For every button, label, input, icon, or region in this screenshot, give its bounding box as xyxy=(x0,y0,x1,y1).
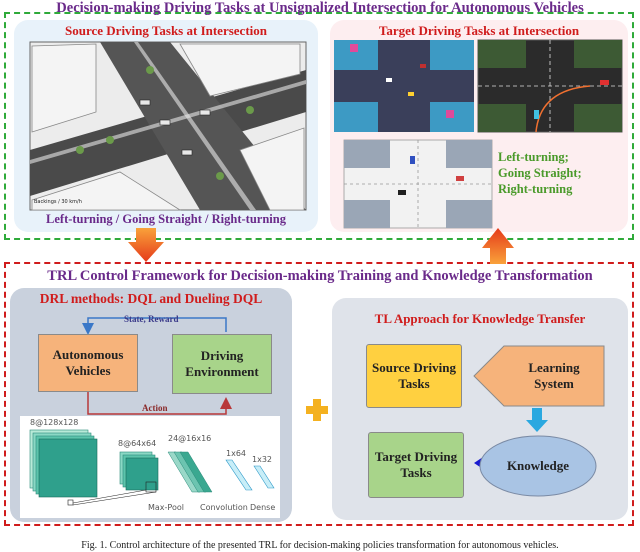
top-section-frame xyxy=(4,12,634,240)
source-panel-title: Source Driving Tasks at Intersection xyxy=(65,23,267,38)
target-task-going-straight: Going Straight; xyxy=(498,166,582,180)
target-task-right-turning: Right-turning xyxy=(498,182,573,196)
figure-caption: Fig. 1. Control architecture of the pres… xyxy=(81,540,559,551)
tl-panel-title: TL Approach for Knowledge Transfer xyxy=(374,311,586,326)
network-layer-label-5: 1x32 xyxy=(252,455,273,464)
knowledge-label: Knowledge xyxy=(506,458,570,473)
bottom-section-frame xyxy=(4,262,634,526)
network-layer-label-3: 24@16x16 xyxy=(168,434,212,443)
learning-system-box: Learning System xyxy=(504,346,604,406)
top-section-title: Decision-making Driving Tasks at Unsigna… xyxy=(56,0,584,16)
network-layer-label-1: 8@128x128 xyxy=(30,418,79,427)
state-reward-label: State, Reward xyxy=(124,314,179,324)
knowledge-box: Knowledge xyxy=(480,436,596,496)
network-layer-label-2: 8@64x64 xyxy=(118,439,157,448)
driving-environment-box: Driving Environment xyxy=(172,334,272,394)
target-driving-tasks-box: Target Driving Tasks xyxy=(368,432,464,498)
network-op-label-convolution: Convolution xyxy=(200,503,248,512)
autonomous-vehicles-box: Autonomous Vehicles xyxy=(38,334,138,392)
target-panel-title: Target Driving Tasks at Intersection xyxy=(378,23,580,38)
source-panel-caption: Left-turning / Going Straight / Right-tu… xyxy=(46,212,286,226)
source-driving-tasks-box: Source Driving Tasks xyxy=(366,344,462,408)
network-op-label-maxpool: Max-Pool xyxy=(148,503,184,512)
network-layer-label-4: 1x64 xyxy=(226,449,247,458)
target-task-left-turning: Left-turning; xyxy=(498,150,569,164)
network-op-label-dense: Dense xyxy=(250,503,276,512)
learning-system-label: Learning System xyxy=(528,360,580,391)
bottom-section-title: TRL Control Framework for Decision-makin… xyxy=(47,268,593,284)
drl-panel-title: DRL methods: DQL and Dueling DQL xyxy=(39,291,263,306)
action-label: Action xyxy=(142,403,168,413)
target-panel xyxy=(330,20,628,232)
source-image-scale-label: Backings / 30 km/h xyxy=(34,199,82,205)
